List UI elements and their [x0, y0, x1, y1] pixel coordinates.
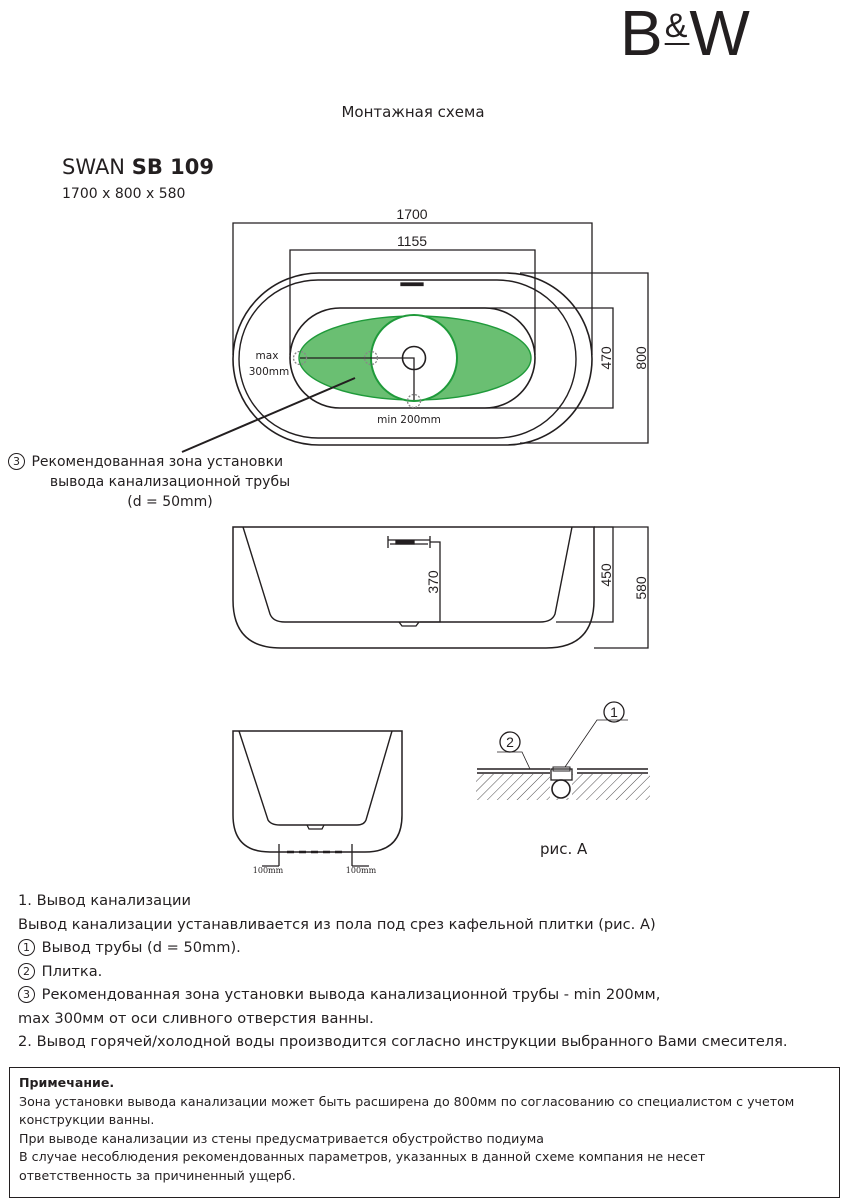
instruction-1-title: 1. Вывод канализации — [18, 892, 192, 909]
note-line: В случае несоблюдения рекомендованных па… — [19, 1149, 706, 1164]
bathtub-inner-rim — [238, 279, 577, 439]
logo-ampersand: & — [664, 7, 690, 45]
sub-3-text: Рекомендованная зона установки вывода ка… — [41, 986, 661, 1003]
offset-marker-left — [262, 844, 280, 867]
callout-number-1: 1 — [18, 939, 35, 956]
dim-line-1155 — [289, 249, 536, 355]
side-view: 370 450 580 — [232, 526, 649, 649]
dim-line-1700 — [232, 222, 593, 355]
top-view: 1700 1155 470 800 max 300mm min 200mm — [181, 206, 649, 453]
instruction-sub-1: 1 Вывод трубы (d = 50mm). — [18, 936, 788, 960]
tile-layer — [477, 768, 648, 774]
dim-800: 800 — [633, 346, 649, 370]
min-drain-position — [406, 393, 422, 409]
dim-1700: 1700 — [396, 206, 427, 222]
max-drain-position — [292, 350, 308, 366]
zone-callout: 3 Рекомендованная зона установки вывода … — [8, 452, 308, 512]
note-box: Примечание. Зона установки вывода канали… — [9, 1067, 840, 1198]
marker-2: 2 — [506, 734, 514, 750]
min-label: min 200mm — [377, 414, 441, 426]
dim-370: 370 — [425, 570, 441, 594]
dim-580: 580 — [633, 576, 649, 600]
dim-450: 450 — [598, 563, 614, 587]
instruction-1-text: Вывод канализации устанавливается из пол… — [18, 915, 656, 933]
callout-number-3b: 3 — [18, 986, 35, 1003]
note-line: При выводе канализации из стены предусма… — [19, 1130, 545, 1146]
zone-leader-line — [181, 377, 356, 453]
model-name: SWAN SB 109 — [62, 155, 214, 179]
dim-line-800 — [520, 272, 649, 444]
max-label: max — [256, 350, 279, 362]
max-value-label: 300mm — [249, 366, 290, 378]
instruction-2: 2. Вывод горячей/холодной воды производи… — [18, 1033, 788, 1050]
brand-logo: B&W — [620, 0, 752, 70]
end-drain-fitting — [306, 824, 325, 830]
zone-callout-line2: вывода канализационной трубы — [49, 474, 291, 490]
sub-2-text: Плитка. — [41, 962, 103, 980]
zone-callout-line3: (d = 50mm) — [127, 494, 213, 510]
offset-marker-right — [351, 844, 369, 867]
drain-pipe — [551, 779, 571, 799]
model-dimensions: 1700 x 800 x 580 — [62, 186, 186, 202]
mid-drain-position — [363, 350, 379, 366]
radius-lines — [300, 357, 415, 400]
sub-1-text: Вывод трубы (d = 50mm). — [41, 939, 241, 956]
callout-number-2: 2 — [18, 962, 35, 980]
dim-1155: 1155 — [397, 233, 427, 249]
note-line: ответственность за причиненный ущерб. — [19, 1167, 296, 1183]
model-series: SWAN — [62, 155, 132, 179]
note-line: конструкции ванны. — [19, 1112, 155, 1127]
logo-letter-b: B — [620, 0, 665, 69]
dim-line-470 — [460, 307, 614, 409]
bathtub-outer-rim — [232, 272, 593, 446]
bathtub-basin — [289, 307, 536, 409]
drain-fitting — [398, 621, 420, 627]
figure-a: 1 2 — [476, 701, 650, 800]
instruction-sub-3-cont: max 300мм от оси сливного отверстия ванн… — [18, 1009, 374, 1027]
end-outer-shell — [232, 730, 403, 853]
model-code: SB 109 — [131, 155, 214, 179]
dim-line-370 — [420, 541, 441, 623]
note-line: Зона установки вывода канализации может … — [19, 1093, 795, 1109]
overflow-body — [395, 540, 415, 545]
offset-left-label: 100mm — [253, 866, 284, 875]
end-inner-basin — [238, 730, 393, 826]
instruction-sub-3: 3 Рекомендованная зона установки вывода … — [18, 983, 788, 1007]
note-heading: Примечание. — [19, 1075, 115, 1090]
marker-1-circle — [603, 701, 625, 723]
marker-1: 1 — [610, 704, 618, 720]
overflow-slot — [400, 282, 424, 287]
marker-2-leader — [497, 751, 531, 770]
pipe-outlet-cap — [552, 766, 571, 772]
instruction-sub-2: 2 Плитка. — [18, 960, 788, 984]
offset-right-label: 100mm — [346, 866, 377, 875]
marker-1-leader — [564, 719, 628, 768]
figure-a-caption: рис. А — [540, 840, 588, 858]
instructions-list: 1. Вывод канализации Вывод канализации у… — [18, 889, 788, 1054]
logo-letter-w: W — [689, 0, 752, 69]
page-title: Монтажная схема — [341, 103, 485, 121]
side-inner-basin — [242, 526, 573, 623]
zone-callout-line1: Рекомендованная зона установки — [31, 454, 284, 470]
end-view: 100mm 100mm — [232, 730, 403, 875]
dim-line-580 — [594, 526, 649, 649]
callout-number-3: 3 — [8, 453, 25, 470]
dim-470: 470 — [598, 346, 614, 370]
side-outer-shell — [232, 526, 595, 649]
